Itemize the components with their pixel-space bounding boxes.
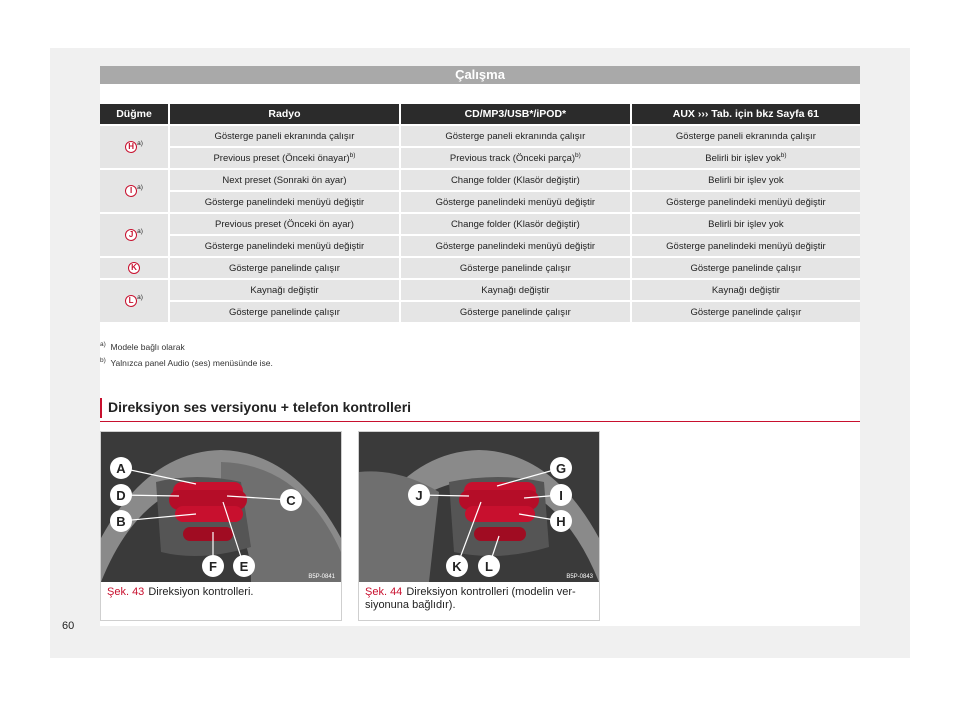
table-header-row: Düğme Radyo CD/MP3/USB*/iPOD* AUX ››› Ta… bbox=[100, 104, 860, 124]
key-badge: I bbox=[125, 185, 138, 197]
table-row: Gösterge panelindeki menüyü değiştir Gös… bbox=[100, 192, 860, 212]
table-cell: Gösterge panelinde çalışır bbox=[631, 258, 860, 278]
operations-table: Düğme Radyo CD/MP3/USB*/iPOD* AUX ››› Ta… bbox=[100, 102, 860, 324]
table-cell: Belirli bir işlev yok bbox=[631, 170, 860, 190]
table-cell: Change folder (Klasör değiştir) bbox=[400, 170, 632, 190]
table-cell: Gösterge paneli ekranında çalışır bbox=[631, 126, 860, 146]
col-header-button: Düğme bbox=[100, 104, 170, 124]
table-cell: Previous preset (Önceki önayar)b) bbox=[170, 148, 401, 168]
callout-a: A bbox=[116, 461, 126, 476]
footnote-ref: a) bbox=[137, 227, 143, 235]
footnote-ref: a) bbox=[137, 183, 143, 191]
col-header-radio: Radyo bbox=[170, 104, 401, 124]
table-cell: Kaynağı değiştir bbox=[400, 280, 632, 300]
table-cell: Gösterge paneli ekranında çalışır bbox=[400, 126, 632, 146]
table-cell: Gösterge panelindeki menüyü değiştir bbox=[400, 192, 632, 212]
table-cell: Gösterge panelinde çalışır bbox=[400, 302, 632, 322]
col-header-cd: CD/MP3/USB*/iPOD* bbox=[400, 104, 632, 124]
heading-divider bbox=[100, 421, 860, 422]
table-cell: Next preset (Sonraki ön ayar) bbox=[170, 170, 401, 190]
figure-code: B5P-0843 bbox=[566, 574, 593, 580]
table-cell: Gösterge panelinde çalışır bbox=[170, 302, 401, 322]
table-cell: Kaynağı değiştir bbox=[631, 280, 860, 300]
table-row: Gösterge panelindeki menüyü değiştir Gös… bbox=[100, 236, 860, 256]
footnote-a: a) Modele bağlı olarak bbox=[100, 341, 185, 352]
table-cell: Belirli bir işlev yokb) bbox=[631, 148, 860, 168]
table-cell: Change folder (Klasör değiştir) bbox=[400, 214, 632, 234]
table-row: Previous preset (Önceki önayar)b) Previo… bbox=[100, 148, 860, 168]
key-badge: L bbox=[125, 295, 138, 307]
table-cell: Kaynağı değiştir bbox=[170, 280, 401, 300]
table-cell: Gösterge panelindeki menüyü değiştir bbox=[631, 236, 860, 256]
manual-page: Çalışma Düğme Radyo CD/MP3/USB*/iPOD* AU… bbox=[100, 66, 860, 626]
steering-wheel-illustration bbox=[359, 432, 599, 582]
section-title: Çalışma bbox=[100, 66, 860, 84]
key-badge: K bbox=[128, 262, 140, 274]
table-cell: Gösterge panelindeki menüyü değiştir bbox=[400, 236, 632, 256]
footnote-ref: a) bbox=[137, 139, 143, 147]
callout-b: B bbox=[116, 514, 125, 529]
table-cell: Gösterge paneli ekranında çalışır bbox=[170, 126, 401, 146]
callout-c: C bbox=[286, 493, 296, 508]
key-badge: J bbox=[125, 229, 138, 241]
callout-k: K bbox=[452, 559, 462, 574]
table-cell: Gösterge panelindeki menüyü değiştir bbox=[170, 192, 401, 212]
callout-e: E bbox=[240, 559, 249, 574]
page-number: 60 bbox=[62, 620, 75, 632]
callout-h: H bbox=[556, 514, 565, 529]
callout-f: F bbox=[209, 559, 217, 574]
col-header-aux: AUX ››› Tab. için bkz Sayfa 61 bbox=[631, 104, 860, 124]
key-badge: H bbox=[125, 141, 138, 153]
table-row: Gösterge panelinde çalışır Gösterge pane… bbox=[100, 302, 860, 322]
callout-l: L bbox=[485, 559, 493, 574]
callout-d: D bbox=[116, 488, 125, 503]
key-cell-k: K bbox=[100, 258, 170, 278]
footnote-b: b) Yalnızca panel Audio (ses) menüsünde … bbox=[100, 357, 273, 368]
table-cell: Gösterge panelindeki menüyü değiştir bbox=[631, 192, 860, 212]
table-row: K Gösterge panelinde çalışır Gösterge pa… bbox=[100, 258, 860, 278]
callout-j: J bbox=[415, 488, 422, 503]
callout-layer: A D B C F E B5P-0841 bbox=[110, 457, 336, 580]
steering-wheel-illustration bbox=[101, 432, 341, 582]
section-heading: Direksiyon ses versiyonu + telefon kontr… bbox=[100, 398, 868, 418]
footnote-ref: a) bbox=[137, 293, 143, 301]
callout-i: I bbox=[559, 488, 563, 503]
figure-code: B5P-0841 bbox=[308, 574, 335, 580]
callout-layer: G J I H K L B5P-0843 bbox=[408, 457, 594, 580]
table-cell: Previous track (Önceki parça)b) bbox=[400, 148, 632, 168]
footnotes: a) Modele bağlı olarak b) Yalnızca panel… bbox=[100, 341, 273, 374]
table-cell: Gösterge panelinde çalışır bbox=[631, 302, 860, 322]
table-cell: Previous preset (Önceki ön ayar) bbox=[170, 214, 401, 234]
table-cell: Gösterge panelinde çalışır bbox=[170, 258, 401, 278]
table-cell: Gösterge panelinde çalışır bbox=[400, 258, 632, 278]
callout-g: G bbox=[556, 461, 566, 476]
table-cell: Belirli bir işlev yok bbox=[631, 214, 860, 234]
table-cell: Gösterge panelindeki menüyü değiştir bbox=[170, 236, 401, 256]
